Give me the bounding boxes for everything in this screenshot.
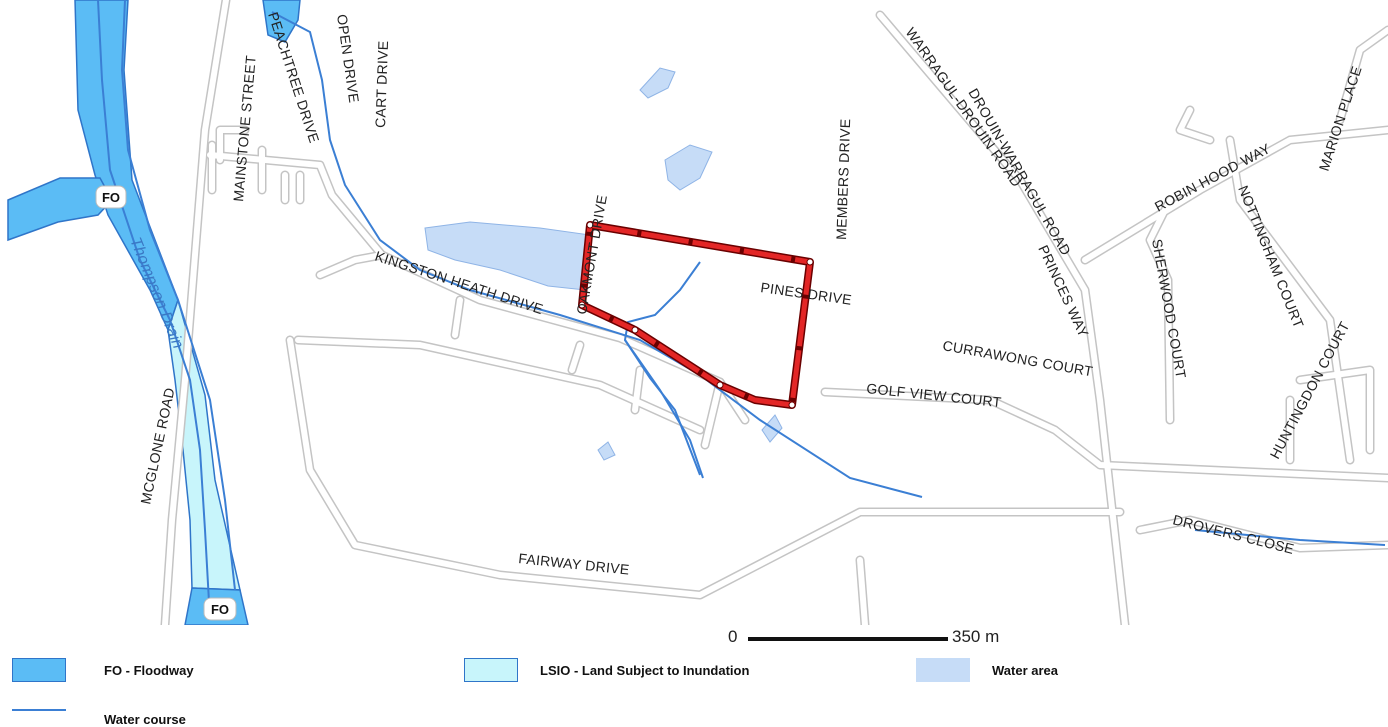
label-drovers-close: DROVERS CLOSE bbox=[1171, 511, 1296, 557]
legend-label-water-area: Water area bbox=[992, 662, 1058, 678]
floodway-area-west bbox=[7, 177, 113, 242]
legend-item-lsio: LSIO - Land Subject to Inundation bbox=[464, 658, 749, 682]
label-nottingham-court: NOTTINGHAM COURT bbox=[1235, 183, 1307, 330]
road-fill bbox=[162, 0, 1388, 625]
svg-text:FO: FO bbox=[211, 602, 229, 617]
scale-line bbox=[748, 637, 948, 641]
water-course-thompson bbox=[97, 0, 211, 621]
flood-overlays bbox=[7, 0, 301, 625]
water-course-north bbox=[271, 11, 923, 498]
water-area-pond-3 bbox=[597, 441, 616, 461]
water-area-lake bbox=[424, 221, 591, 291]
label-drouin-warragul-road: DROUIN-WARRAGUL ROAD bbox=[965, 86, 1074, 259]
map-canvas[interactable]: PEACHTREE DRIVE OPEN DRIVE CART DRIVE MA… bbox=[0, 0, 1388, 625]
legend-label-floodway: FO - Floodway bbox=[104, 662, 194, 678]
fo-tag-bottom: FO bbox=[203, 597, 237, 621]
water-course-site bbox=[623, 261, 701, 476]
fo-tag-top: FO bbox=[95, 185, 127, 209]
label-golf-view-court: GOLF VIEW COURT bbox=[866, 380, 1003, 410]
street-labels: PEACHTREE DRIVE OPEN DRIVE CART DRIVE MA… bbox=[126, 10, 1364, 578]
scale-bar: 0 350 m bbox=[728, 627, 1048, 649]
water-courses bbox=[97, 0, 1386, 621]
legend-label-water-course: Water course bbox=[104, 712, 186, 727]
floodway-swatch bbox=[12, 658, 66, 682]
label-open-drive: OPEN DRIVE bbox=[334, 13, 362, 104]
label-cart-drive: CART DRIVE bbox=[372, 40, 391, 128]
legend-item-floodway: FO - Floodway bbox=[12, 658, 194, 682]
floodway-area-north bbox=[74, 0, 179, 333]
legend-label-lsio: LSIO - Land Subject to Inundation bbox=[540, 662, 750, 678]
floodway-area-north-east bbox=[262, 0, 301, 43]
label-members-drive: MEMBERS DRIVE bbox=[833, 118, 853, 240]
label-fairway-drive: FAIRWAY DRIVE bbox=[518, 550, 631, 578]
label-currawong-court: CURRAWONG COURT bbox=[941, 337, 1094, 379]
water-course-branch bbox=[624, 339, 704, 479]
lsio-swatch bbox=[464, 658, 518, 682]
water-area-pond-2 bbox=[664, 144, 713, 191]
legend-item-water-course: Water course bbox=[12, 702, 186, 727]
water-course-east bbox=[1194, 529, 1386, 546]
label-warragul-drouin-road: WARRAGUL-DROUIN ROAD bbox=[903, 25, 1025, 190]
svg-text:FO: FO bbox=[102, 190, 120, 205]
scale-start-label: 0 bbox=[728, 627, 738, 646]
water-areas bbox=[424, 67, 783, 461]
scale-end-label: 350 m bbox=[952, 627, 1000, 646]
water-area-pond-1 bbox=[639, 67, 676, 99]
legend-item-water-area: Water area bbox=[916, 658, 1058, 682]
site-boundary bbox=[578, 221, 814, 409]
water-area-swatch bbox=[916, 658, 970, 682]
label-peachtree-drive: PEACHTREE DRIVE bbox=[265, 10, 322, 145]
legend: FO - Floodway LSIO - Land Subject to Inu… bbox=[0, 652, 1388, 727]
water-course-swatch bbox=[12, 708, 66, 711]
water-course-thompson-side bbox=[120, 0, 236, 591]
label-marion-place: MARION PLACE bbox=[1316, 64, 1365, 173]
